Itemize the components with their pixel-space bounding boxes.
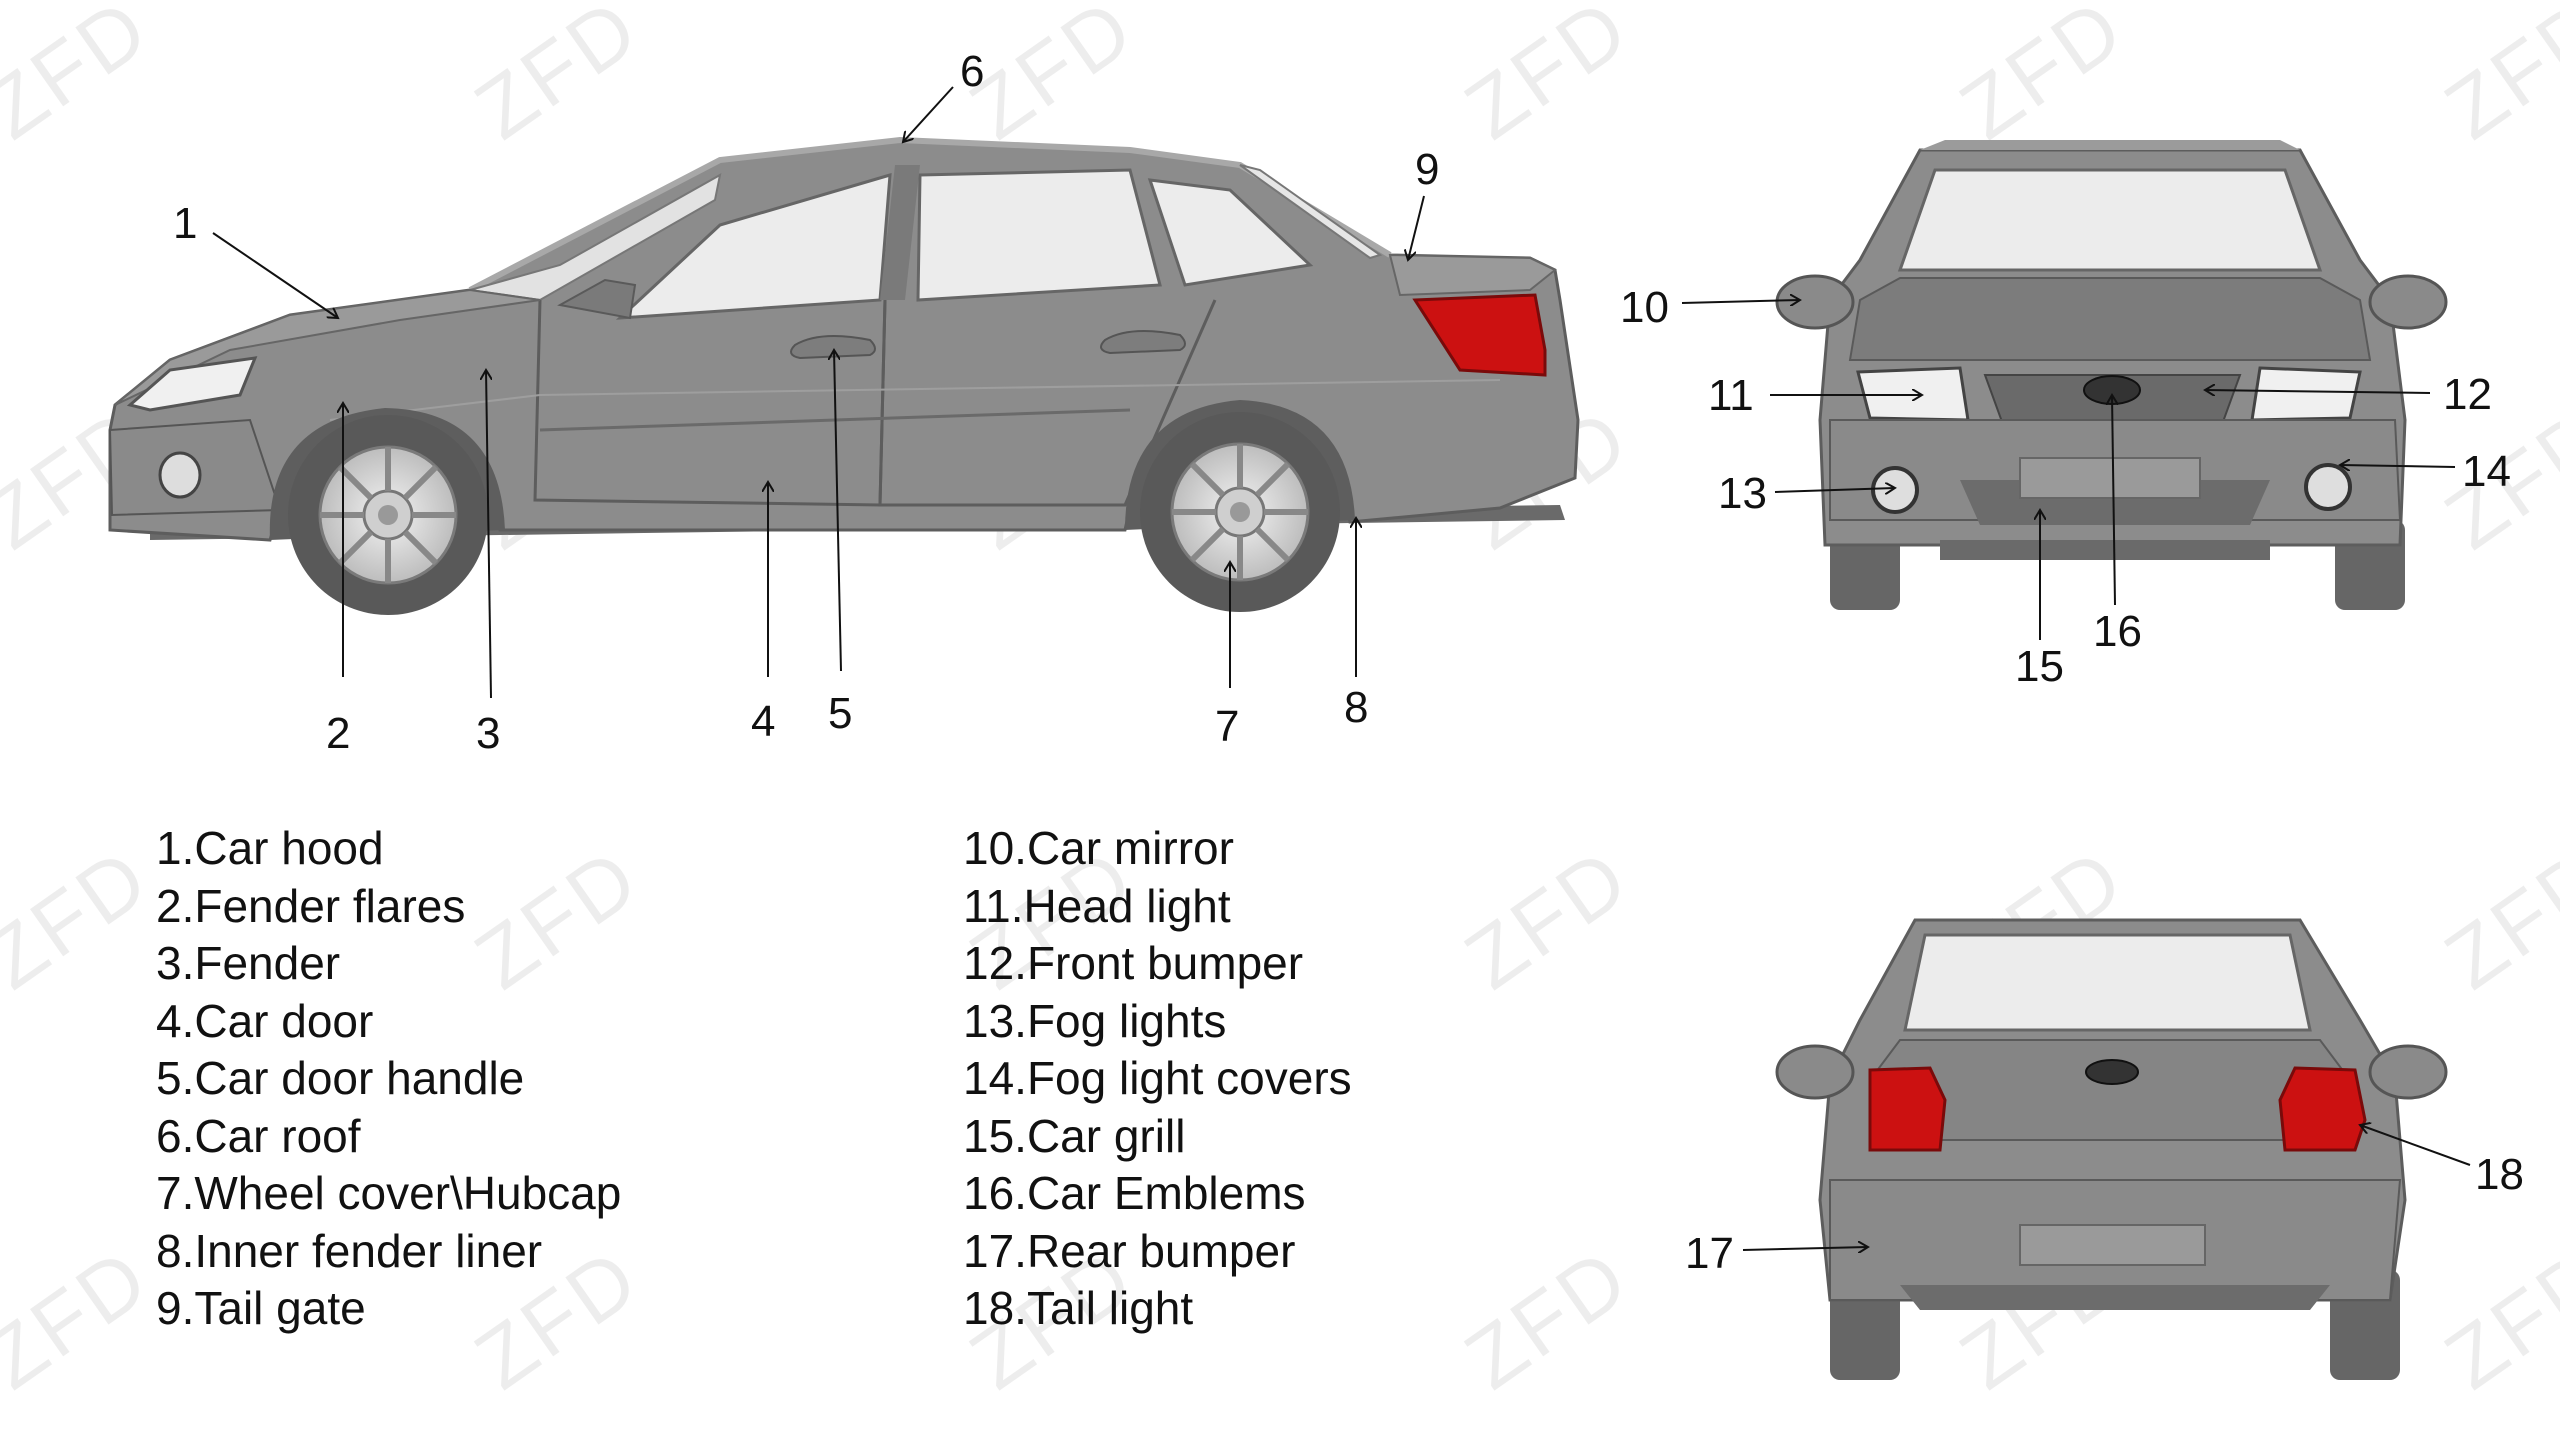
rear-window (1905, 935, 2310, 1030)
callout-number: 11 (1708, 374, 1754, 418)
callout-number: 8 (1344, 686, 1368, 730)
side-fog-light (160, 453, 200, 497)
legend-item: 4.Car door (156, 993, 621, 1051)
callout-number: 15 (2015, 645, 2064, 689)
legend-item: 18.Tail light (963, 1280, 1352, 1338)
callout-number: 18 (2475, 1153, 2524, 1197)
rear-plate (2020, 1225, 2205, 1265)
callout-number: 2 (326, 712, 350, 756)
side-view-car (110, 140, 1578, 615)
callout-line-1 (213, 233, 338, 318)
callout-line-9 (1408, 196, 1424, 260)
front-mirror-left (1777, 276, 1853, 328)
legend-item: 14.Fog light covers (963, 1050, 1352, 1108)
legend-item: 11.Head light (963, 878, 1352, 936)
legend-item: 9.Tail gate (156, 1280, 621, 1338)
callout-number: 5 (828, 692, 852, 736)
callout-number: 7 (1215, 705, 1239, 749)
front-fog-light-left (1873, 468, 1917, 512)
front-headlight-right (2252, 368, 2360, 420)
legend-right-column: 10.Car mirror 11.Head light 12.Front bum… (963, 820, 1352, 1338)
front-view-car (1777, 140, 2446, 610)
rear-tail-light-left (1870, 1068, 1945, 1150)
rear-emblem (2086, 1060, 2138, 1084)
callout-number: 9 (1415, 148, 1439, 192)
legend-item: 10.Car mirror (963, 820, 1352, 878)
front-windshield (1900, 170, 2320, 270)
legend-item: 16.Car Emblems (963, 1165, 1352, 1223)
side-front-wheel (288, 415, 488, 615)
legend-item: 6.Car roof (156, 1108, 621, 1166)
legend-item: 17.Rear bumper (963, 1223, 1352, 1281)
legend-item: 3.Fender (156, 935, 621, 993)
callout-number: 10 (1620, 286, 1669, 330)
callout-number: 12 (2443, 373, 2492, 417)
callout-number: 1 (173, 202, 197, 246)
front-mirror-right (2370, 276, 2446, 328)
rear-view-car (1777, 920, 2446, 1380)
rear-tail-light-right (2280, 1068, 2365, 1150)
legend-item: 1.Car hood (156, 820, 621, 878)
legend-item: 8.Inner fender liner (156, 1223, 621, 1281)
legend-item: 13.Fog lights (963, 993, 1352, 1051)
legend-item: 2.Fender flares (156, 878, 621, 936)
callout-number: 14 (2462, 450, 2511, 494)
callout-number: 3 (476, 712, 500, 756)
callout-number: 4 (751, 700, 775, 744)
callout-number: 6 (960, 50, 984, 94)
front-fog-light-right (2306, 465, 2350, 509)
callout-line-6 (903, 87, 953, 142)
legend-item: 12.Front bumper (963, 935, 1352, 993)
front-plate (2020, 458, 2200, 498)
legend-left-column: 1.Car hood 2.Fender flares 3.Fender 4.Ca… (156, 820, 621, 1338)
legend-item: 15.Car grill (963, 1108, 1352, 1166)
side-rear-window (918, 170, 1160, 300)
callout-number: 16 (2093, 610, 2142, 654)
rear-mirror-right (2370, 1046, 2446, 1098)
rear-mirror-left (1777, 1046, 1853, 1098)
legend-item: 5.Car door handle (156, 1050, 621, 1108)
callout-number: 17 (1685, 1232, 1734, 1276)
legend-item: 7.Wheel cover\Hubcap (156, 1165, 621, 1223)
callout-number: 13 (1718, 472, 1767, 516)
side-rear-wheel (1140, 412, 1340, 612)
